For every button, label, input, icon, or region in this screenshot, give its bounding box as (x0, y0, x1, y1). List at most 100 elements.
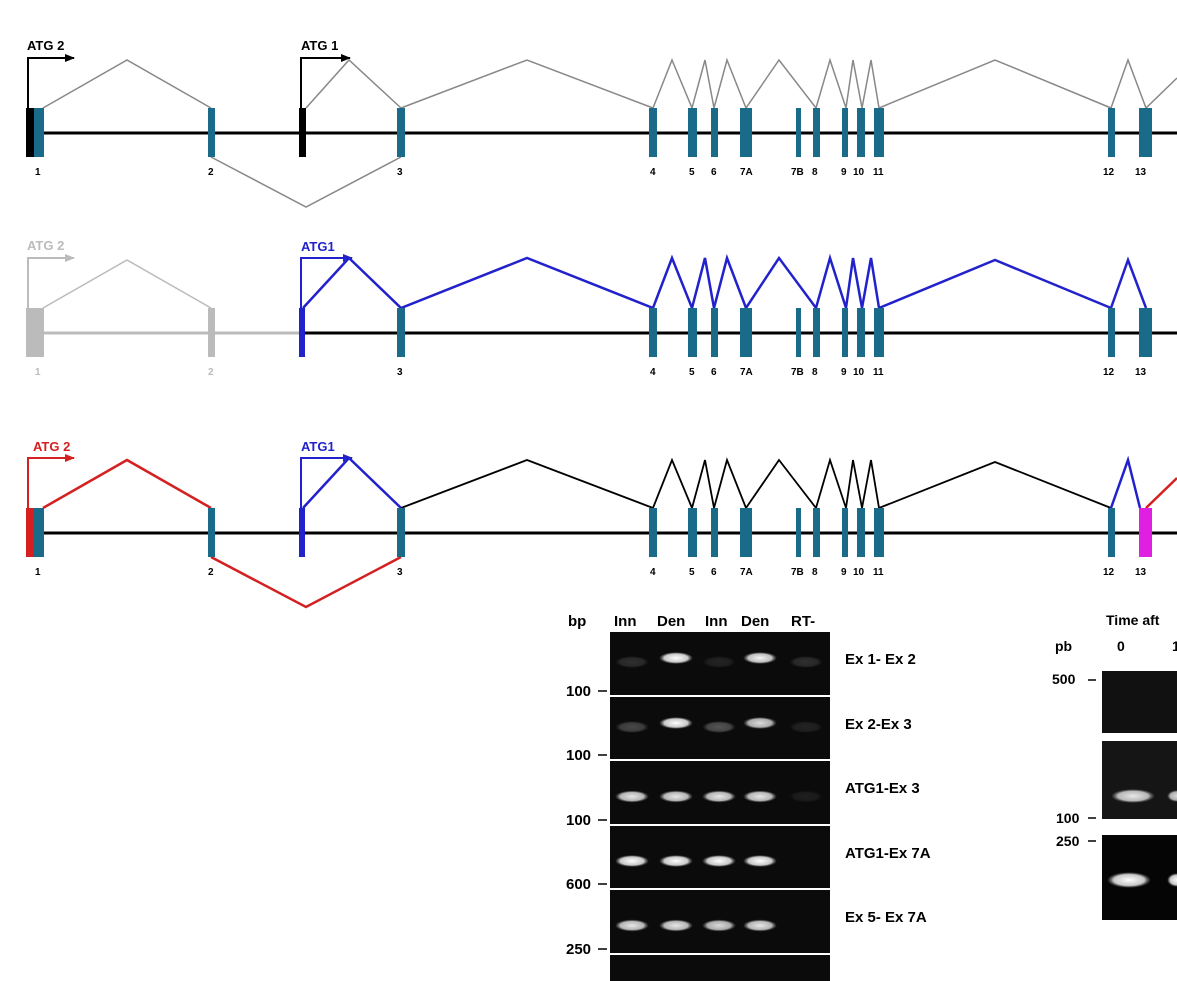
size-marker: 100 (566, 812, 591, 829)
exon-label: 13 (1135, 567, 1147, 578)
splice-13-red (1145, 477, 1177, 509)
exon-12 (1108, 308, 1115, 357)
exon-8 (813, 308, 820, 357)
splice-atg1-3-blue (302, 456, 402, 509)
exon-label: 8 (812, 367, 818, 378)
time-label: Time aft (1106, 612, 1160, 628)
exon-7b (796, 108, 801, 157)
exon-2 (208, 508, 215, 557)
size-marker: 100 (1056, 810, 1080, 826)
size-marker: 250 (1056, 833, 1080, 849)
gel-band (615, 790, 649, 803)
exon-10 (857, 308, 865, 357)
gel-unit-label: pb (1055, 638, 1072, 654)
splice-3-12 (400, 456, 1112, 511)
gel-band (659, 717, 693, 729)
exon-label: 13 (1135, 367, 1147, 378)
exon-13 (1139, 308, 1152, 357)
exon-labels: 1 2 3 4 5 6 7A 7B 8 9 10 11 12 13 (35, 567, 1147, 578)
gel-band (1167, 873, 1177, 887)
time-course-gel: Time aft pb 0 1 500 100 250 (1052, 612, 1177, 920)
gel2-block-1 (1102, 671, 1177, 733)
gel-band (659, 919, 693, 932)
gel-band (702, 919, 736, 932)
size-marker: 100 (566, 747, 591, 764)
exon-label: 6 (711, 167, 717, 178)
primer-label: ATG1-Ex 7A (845, 845, 931, 862)
exon-1 (34, 108, 44, 157)
exon-label: 7B (791, 167, 804, 178)
exon-7a (740, 308, 752, 357)
exon-10 (857, 108, 865, 157)
exon-label: 9 (841, 567, 847, 578)
exon-12 (1108, 508, 1115, 557)
exon-label: 8 (812, 167, 818, 178)
exon-label: 7B (791, 567, 804, 578)
gel-band (659, 855, 693, 867)
gel-band (702, 721, 736, 733)
exon-3 (397, 508, 405, 557)
splice-3-4 (400, 59, 654, 109)
exon-7b (796, 508, 801, 557)
exon-1-start (26, 108, 34, 157)
exon-2-faded (208, 308, 215, 357)
exon-11 (874, 108, 884, 157)
size-marker: 500 (1052, 671, 1076, 687)
exon-atg1 (299, 308, 305, 357)
gel-band (1167, 790, 1177, 802)
exon-label: 4 (650, 367, 656, 378)
atg1-label: ATG 1 (301, 38, 338, 53)
gel-band (702, 855, 736, 867)
exon-label: 7A (740, 567, 753, 578)
exon-label: 2 (208, 567, 214, 578)
exon-2 (208, 108, 215, 157)
exon-label: 12 (1103, 367, 1115, 378)
exon-label: 3 (397, 167, 403, 178)
exon-label: 9 (841, 367, 847, 378)
exon-13-alt (1139, 508, 1152, 557)
gel-band (615, 919, 649, 932)
exon-4 (649, 508, 657, 557)
exon-7b (796, 308, 801, 357)
exon-label: 8 (812, 567, 818, 578)
exon-4 (649, 308, 657, 357)
lane-labels: Inn Den Inn Den RT- (614, 613, 815, 630)
exon-11 (874, 308, 884, 357)
exon-atg1 (299, 108, 306, 157)
gel-band (1107, 872, 1151, 888)
gel-band (789, 656, 823, 668)
gel-band (743, 790, 777, 803)
exon-label: 2 (208, 167, 214, 178)
exon-8 (813, 508, 820, 557)
lane-label: Inn (705, 613, 728, 630)
exon-label: 1 (35, 367, 41, 378)
gel-band (743, 652, 777, 664)
exon-labels: 1 2 3 4 5 6 7A 7B 8 9 10 11 12 13 (35, 367, 1147, 378)
splice-1-2-faded (42, 259, 212, 309)
exon-label: 11 (873, 167, 884, 178)
exon-label: 2 (208, 367, 214, 378)
atg1-arrow (300, 254, 353, 308)
exon-1 (34, 508, 44, 557)
gel-band (615, 855, 649, 867)
exon-label: 6 (711, 567, 717, 578)
exon-label: 10 (853, 567, 865, 578)
exon-label: 5 (689, 367, 695, 378)
exon-5 (688, 108, 697, 157)
exon-label: 7B (791, 367, 804, 378)
lane-label: RT- (791, 613, 815, 630)
primer-label: ATG1-Ex 3 (845, 780, 920, 797)
transcript-panel-3: ATG 2 ATG1 1 2 3 4 5 6 7A 7B (26, 439, 1177, 609)
splice-2-3-red (210, 555, 402, 609)
exon-9 (842, 308, 848, 357)
exon-10 (857, 508, 865, 557)
exon-5 (688, 308, 697, 357)
lane-label: Den (657, 613, 685, 630)
exon-3 (397, 308, 405, 357)
exon-7a (740, 508, 752, 557)
isoform-atg1-path (302, 253, 1148, 312)
atg2-arrow (27, 454, 75, 508)
exon-11 (874, 508, 884, 557)
